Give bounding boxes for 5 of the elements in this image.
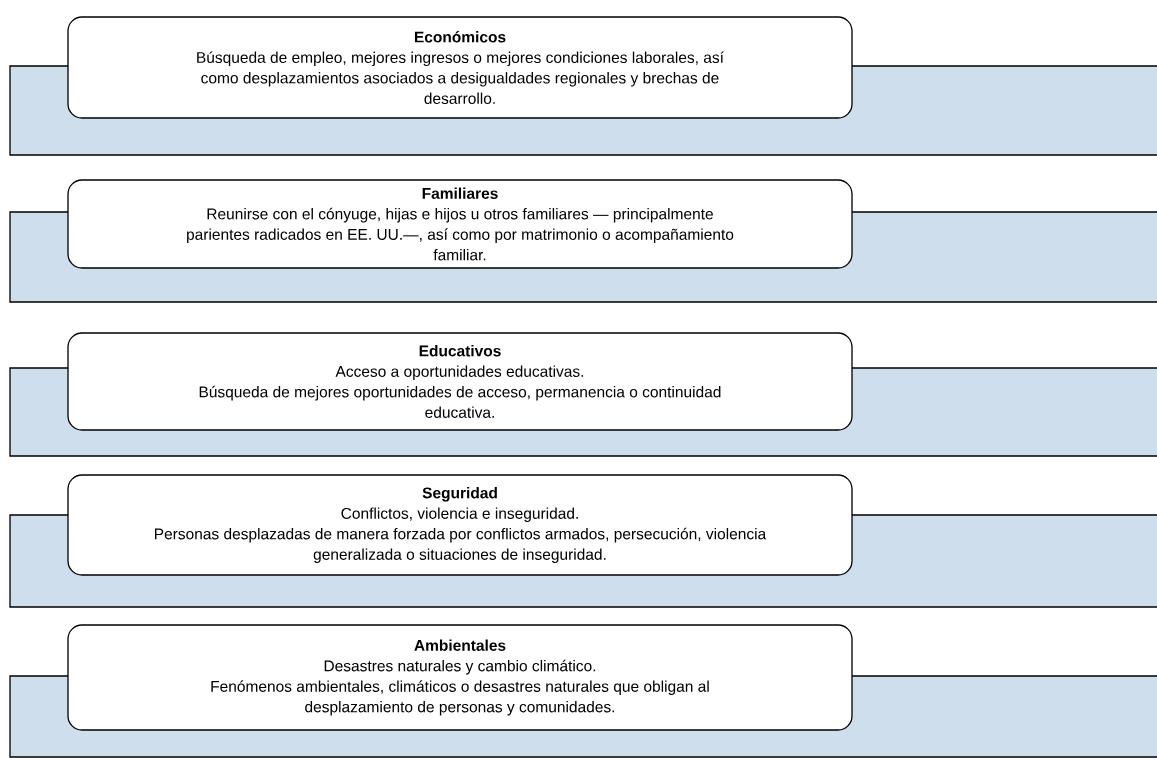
category-box: Ambientales Desastres naturales y cambio climático. Fenómenos ambientales, climáticos o desastres naturales que obligan al desplazamiento de personas y comunidades. bbox=[67, 624, 853, 731]
category-box: Educativos Acceso a oportunidades educativas. Búsqueda de mejores oportunidades de acceso, permanencia o continuidad educativa. bbox=[67, 332, 853, 431]
category-box: Familiares Reunirse con el cónyuge, hijas e hijos u otros familiares — principalmente parientes radicados en EE. UU.—, así como por matrimonio o acompañamiento familiar. bbox=[67, 179, 853, 269]
category-box: Seguridad Conflictos, violencia e inseguridad. Personas desplazadas de manera forzada por conflictos armados, persecución, violencia generalizada o situaciones de inseguridad. bbox=[67, 474, 853, 576]
category-box: Económicos Búsqueda de empleo, mejores ingresos o mejores condiciones laborales, así como desplazamientos asociados a desigualdades regionales y brechas de desarrollo. bbox=[67, 16, 853, 119]
